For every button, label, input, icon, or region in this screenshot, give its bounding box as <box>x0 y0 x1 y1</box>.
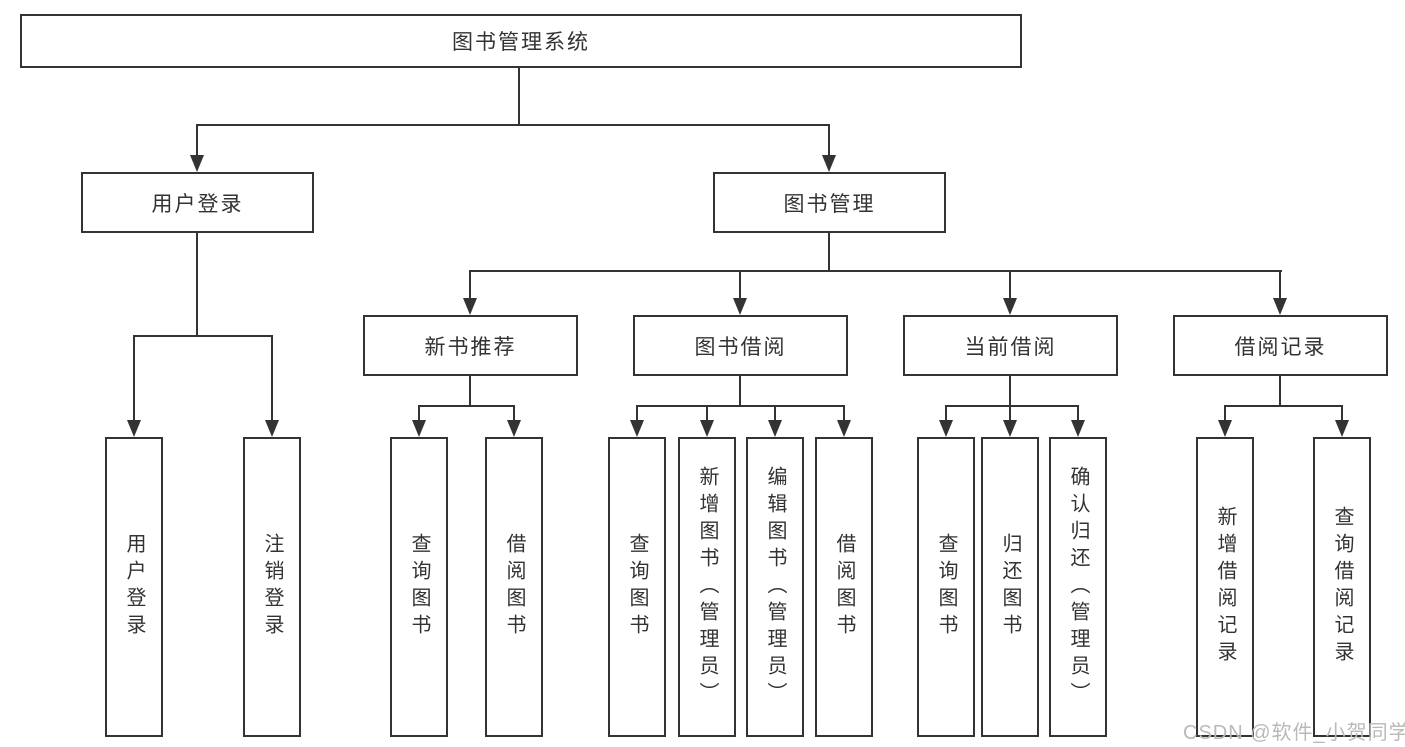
arrow-down-icon <box>939 420 953 437</box>
connector-recommend-stem <box>469 376 471 406</box>
node-user-login-label: 用户登录 <box>151 192 244 216</box>
leaf-borrow-query-books: 查询图书 <box>608 437 666 737</box>
leaf-add-book-admin-label: 新增图书（管理员） <box>696 465 718 709</box>
arrow-down-icon <box>1273 298 1287 315</box>
connector-drop-leaf <box>945 405 947 421</box>
leaf-borrow-book: 借阅图书 <box>815 437 873 737</box>
arrow-down-icon <box>1335 420 1349 437</box>
connector-drop-leaf <box>636 405 638 421</box>
connector-drop-leaf <box>1009 405 1011 421</box>
node-current-borrow: 当前借阅 <box>903 315 1118 376</box>
connector-recommend-bar <box>418 405 515 407</box>
leaf-add-book-admin: 新增图书（管理员） <box>678 437 736 737</box>
leaf-current-query-books-label: 查询图书 <box>935 533 957 641</box>
node-current-borrow-label: 当前借阅 <box>964 335 1057 359</box>
connector-records-bar <box>1224 405 1343 407</box>
node-user-login: 用户登录 <box>81 172 314 233</box>
node-borrow-records: 借阅记录 <box>1173 315 1388 376</box>
connector-drop-records <box>1279 270 1281 299</box>
arrow-down-icon <box>1071 420 1085 437</box>
connector-drop-borrow <box>739 270 741 299</box>
arrow-down-icon <box>1003 298 1017 315</box>
node-new-book-recommend: 新书推荐 <box>363 315 578 376</box>
leaf-return-book: 归还图书 <box>981 437 1039 737</box>
connector-borrow-stem <box>739 376 741 406</box>
connector-drop-leaf <box>1077 405 1079 421</box>
leaf-recommend-borrow-books-label: 借阅图书 <box>503 533 525 641</box>
connector-drop-leaf <box>843 405 845 421</box>
leaf-query-borrow-record: 查询借阅记录 <box>1313 437 1371 737</box>
connector-book-management-stem <box>828 233 830 271</box>
connector-drop-leaf <box>706 405 708 421</box>
leaf-query-borrow-record-label: 查询借阅记录 <box>1331 506 1353 668</box>
connector-current-bar <box>945 405 1079 407</box>
node-book-borrow-label: 图书借阅 <box>694 335 787 359</box>
leaf-confirm-return-admin: 确认归还（管理员） <box>1049 437 1107 737</box>
arrow-down-icon <box>1003 420 1017 437</box>
connector-drop-current <box>1009 270 1011 299</box>
connector-level1-bar <box>196 124 830 126</box>
leaf-edit-book-admin-label: 编辑图书（管理员） <box>764 465 786 709</box>
node-book-borrow: 图书借阅 <box>633 315 848 376</box>
node-book-management-label: 图书管理 <box>783 192 876 216</box>
leaf-user-login: 用户登录 <box>105 437 163 737</box>
connector-drop-leaf <box>1341 405 1343 421</box>
connector-drop-user-login <box>196 124 198 157</box>
arrow-down-icon <box>1218 420 1232 437</box>
arrow-down-icon <box>700 420 714 437</box>
leaf-recommend-query-books-label: 查询图书 <box>408 533 430 641</box>
csdn-watermark: CSDN @软件_小贺同学 <box>1183 722 1405 744</box>
leaf-user-login-label: 用户登录 <box>123 533 145 641</box>
leaf-current-query-books: 查询图书 <box>917 437 975 737</box>
node-borrow-records-label: 借阅记录 <box>1234 335 1327 359</box>
connector-records-stem <box>1279 376 1281 406</box>
arrow-down-icon <box>822 155 836 172</box>
connector-root-stem <box>518 68 520 125</box>
arrow-down-icon <box>265 420 279 437</box>
leaf-recommend-query-books: 查询图书 <box>390 437 448 737</box>
arrow-down-icon <box>837 420 851 437</box>
arrow-down-icon <box>507 420 521 437</box>
connector-borrow-bar <box>636 405 845 407</box>
arrow-down-icon <box>190 155 204 172</box>
leaf-logout-label: 注销登录 <box>261 533 283 641</box>
leaf-borrow-book-label: 借阅图书 <box>833 533 855 641</box>
arrow-down-icon <box>630 420 644 437</box>
leaf-confirm-return-admin-label: 确认归还（管理员） <box>1067 465 1089 709</box>
node-book-management: 图书管理 <box>713 172 946 233</box>
leaf-add-borrow-record: 新增借阅记录 <box>1196 437 1254 737</box>
arrow-down-icon <box>768 420 782 437</box>
connector-drop-leaf <box>774 405 776 421</box>
connector-drop-book-management <box>828 124 830 157</box>
arrow-down-icon <box>127 420 141 437</box>
node-new-book-recommend-label: 新书推荐 <box>424 335 517 359</box>
leaf-recommend-borrow-books: 借阅图书 <box>485 437 543 737</box>
connector-level2-bar <box>469 270 1282 272</box>
leaf-logout: 注销登录 <box>243 437 301 737</box>
arrow-down-icon <box>412 420 426 437</box>
connector-user-login-stem <box>196 233 198 337</box>
connector-drop-leaf <box>271 335 273 421</box>
connector-drop-leaf <box>418 405 420 421</box>
connector-current-stem <box>1009 376 1011 406</box>
connector-user-login-bar <box>133 335 273 337</box>
leaf-borrow-query-books-label: 查询图书 <box>626 533 648 641</box>
connector-drop-leaf <box>133 335 135 421</box>
arrow-down-icon <box>733 298 747 315</box>
leaf-add-borrow-record-label: 新增借阅记录 <box>1214 506 1236 668</box>
arrow-down-icon <box>463 298 477 315</box>
connector-drop-recommend <box>469 270 471 299</box>
node-root: 图书管理系统 <box>20 14 1022 68</box>
leaf-return-book-label: 归还图书 <box>999 533 1021 641</box>
leaf-edit-book-admin: 编辑图书（管理员） <box>746 437 804 737</box>
connector-drop-leaf <box>513 405 515 421</box>
connector-drop-leaf <box>1224 405 1226 421</box>
node-root-label: 图书管理系统 <box>452 31 590 54</box>
